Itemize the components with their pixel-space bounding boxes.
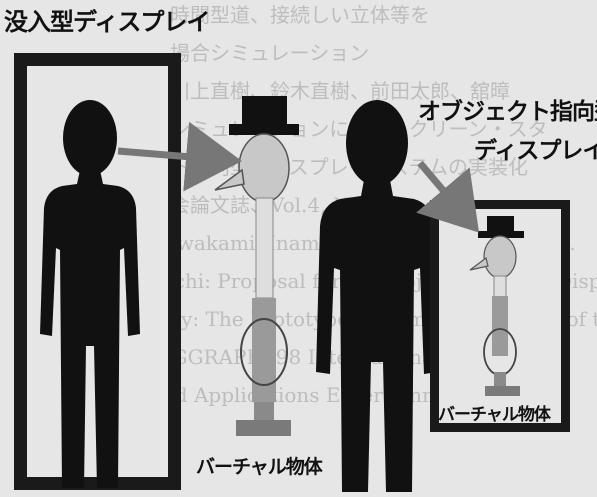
background-text-line: 川上直樹、鈴木直樹、前田太郎、舘暲 xyxy=(170,79,510,103)
virtual-object-main xyxy=(214,96,299,436)
object-oriented-display-label-line1: オブジェクト指向型 xyxy=(418,99,597,125)
arrow-label-to-display xyxy=(416,160,480,233)
virtual-object-small xyxy=(469,216,524,396)
virtual-object-label-display: バーチャル物体 xyxy=(438,405,551,425)
object-oriented-display-label-line2: ディスプレイ xyxy=(474,138,597,164)
arrow-immersive-to-object xyxy=(117,121,242,192)
person-silhouette-left xyxy=(40,100,140,488)
virtual-object-label-main: バーチャル物体 xyxy=(196,456,323,478)
background-text-line: 場合シミュレーション xyxy=(170,41,369,65)
background-text-line: 時間型道、接続しい立体等を xyxy=(170,3,430,27)
immersive-display-label: 没入型ディスプレイ xyxy=(4,8,210,36)
person-silhouette-right xyxy=(316,100,438,492)
